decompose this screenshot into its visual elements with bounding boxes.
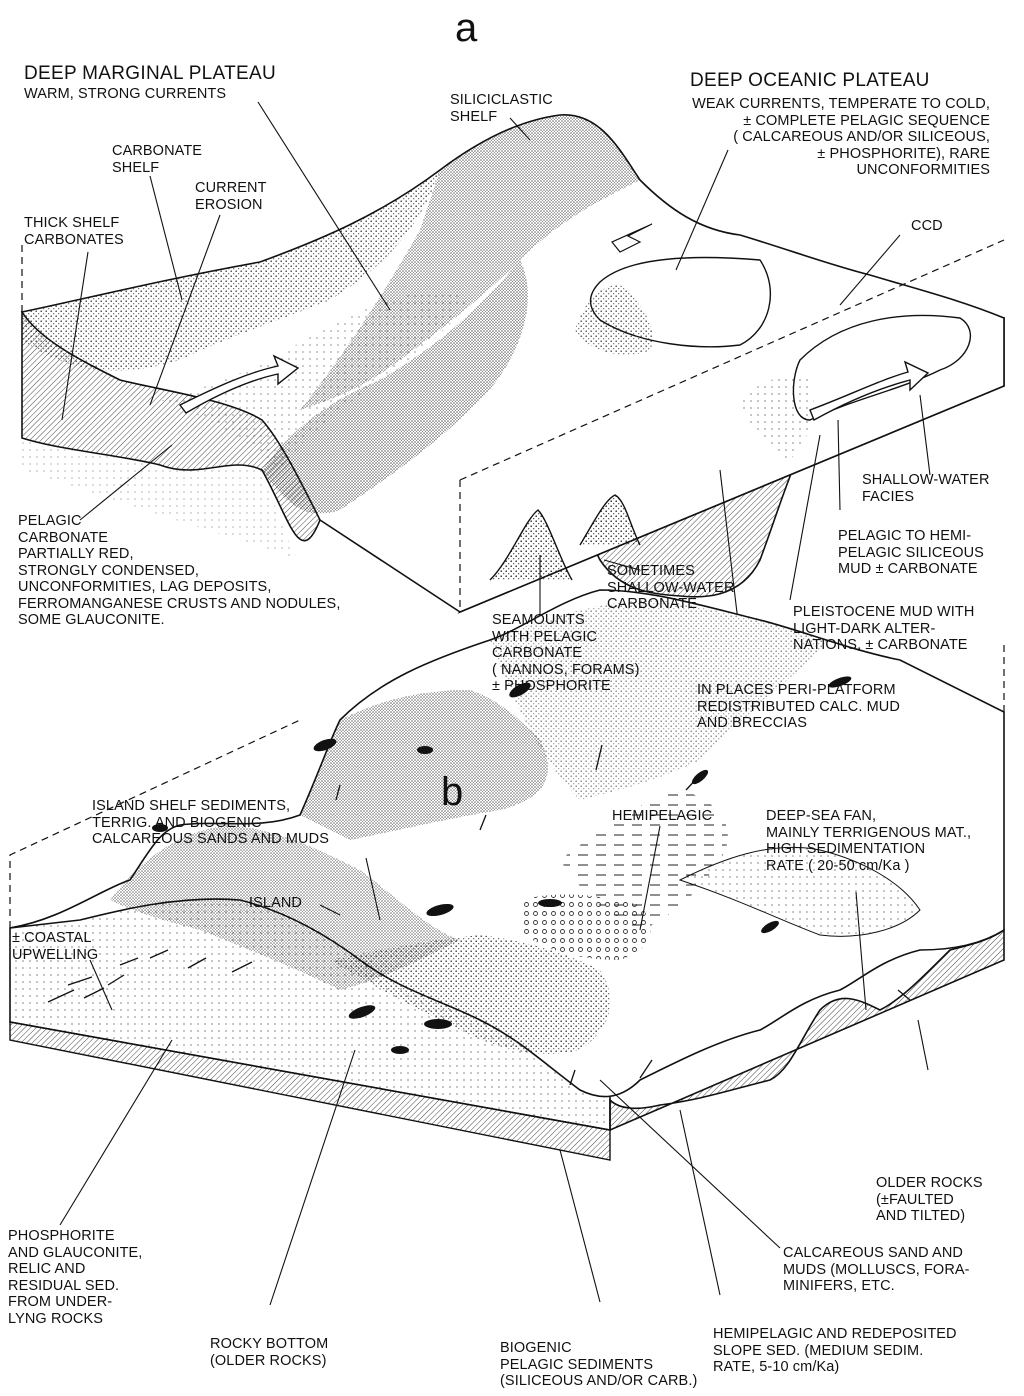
panel-b-fan [678, 846, 921, 937]
panel-b-back-ridge [490, 600, 830, 800]
panel-a-diagram [20, 101, 1005, 681]
label-thick-shelf-carbonates: THICK SHELF CARBONATES [24, 215, 124, 248]
label-current-erosion: CURRENT EROSION [195, 180, 267, 213]
panel-b-front-bottom [9, 1021, 611, 1161]
label-biogenic-pelagic: BIOGENIC PELAGIC SEDIMENTS (SILICEOUS AN… [500, 1340, 698, 1389]
panel-b-right-face [609, 928, 1005, 1132]
label-warm-strong-currents: WARM, STRONG CURRENTS [24, 86, 227, 102]
panel-a-carbonate-shelf [22, 170, 440, 372]
label-rocky-bottom: ROCKY BOTTOM (OLDER ROCKS) [210, 1336, 329, 1369]
label-calcareous-sand-and-muds: CALCAREOUS SAND AND MUDS (MOLLUSCS, FORA… [783, 1245, 970, 1294]
label-hemipelagic: HEMIPELAGIC [612, 808, 713, 824]
label-deep-sea-fan: DEEP-SEA FAN, MAINLY TERRIGENOUS MAT., H… [766, 808, 972, 874]
label-island-shelf-sediments: ISLAND SHELF SEDIMENTS, TERRIG. AND BIOG… [92, 798, 329, 847]
panel-b-hidden-edge [9, 640, 1005, 928]
label-carbonate-shelf: CARBONATE SHELF [112, 143, 203, 176]
panel-a-seamount-2 [579, 494, 641, 546]
label-sometimes-shallow-water: SOMETIMES SHALLOW-WATER CARBONATE [607, 563, 735, 612]
panel-b-rock-bodies [152, 676, 852, 1054]
panel-b-central-ridge [330, 935, 611, 1054]
panel-b-leader-lines [59, 825, 929, 1306]
label-deep-marginal-plateau: DEEP MARGINAL PLATEAU [24, 63, 276, 84]
label-ccd: CCD [911, 218, 943, 234]
panel-a-current-arrow-right [809, 360, 930, 421]
panel-a-hidden-edge [21, 239, 1005, 481]
label-pleistocene-mud: PLEISTOCENE MUD WITH LIGHT-DARK ALTER- N… [793, 604, 975, 653]
label-weak-currents: WEAK CURRENTS, TEMPERATE TO COLD, ± COMP… [692, 96, 990, 178]
panel-b-diagram [9, 589, 1005, 1306]
label-hemipelagic-redeposited: HEMIPELAGIC AND REDEPOSITED SLOPE SED. (… [713, 1326, 957, 1375]
panel-a-front-face-fill [22, 440, 460, 612]
panel-a-seamount-1 [489, 509, 573, 581]
label-deep-oceanic-plateau: DEEP OCEANIC PLATEAU [690, 70, 930, 91]
panel-b-hemipelagic-basin [560, 790, 728, 930]
label-phosphorite: PHOSPHORITE AND GLAUCONITE, RELIC AND RE… [8, 1228, 143, 1327]
label-siliciclastic-shelf: SILICICLASTIC SHELF [450, 92, 553, 125]
panel-a-current-arrow-mid [611, 223, 653, 253]
label-coastal-upwelling: ± COASTAL UPWELLING [12, 930, 99, 963]
panel-a-right-high-slope [740, 376, 814, 460]
label-shallow-water-facies: SHALLOW-WATER FACIES [862, 472, 990, 505]
label-older-rocks: OLDER ROCKS (±FAULTED AND TILTED) [876, 1175, 983, 1224]
label-seamounts: SEAMOUNTS WITH PELAGIC CARBONATE ( NANNO… [492, 612, 640, 694]
label-peri-platform: IN PLACES PERI-PLATFORM REDISTRIBUTED CA… [697, 682, 900, 731]
panel-a-current-arrow-left [178, 354, 300, 414]
panel-b-letter: b [441, 770, 464, 814]
label-island: ISLAND [249, 895, 302, 911]
label-pelagic-to-hemipelagic: PELAGIC TO HEMI- PELAGIC SILICEOUS MUD ±… [838, 528, 984, 577]
panel-a-oceanic-plateau-slope [575, 285, 653, 355]
panel-b-calcareous-sand [520, 894, 651, 960]
panel-a-letter: a [455, 6, 478, 50]
panel-b-left-shelf [110, 825, 460, 990]
panel-b-island-shelf [300, 690, 548, 840]
panel-b-flow-arrows [47, 744, 911, 1086]
panel-a-ridge [262, 260, 528, 514]
label-pelagic-carbonate: PELAGIC CARBONATE PARTIALLY RED, STRONGL… [18, 513, 341, 628]
panel-a-slope [160, 291, 470, 470]
